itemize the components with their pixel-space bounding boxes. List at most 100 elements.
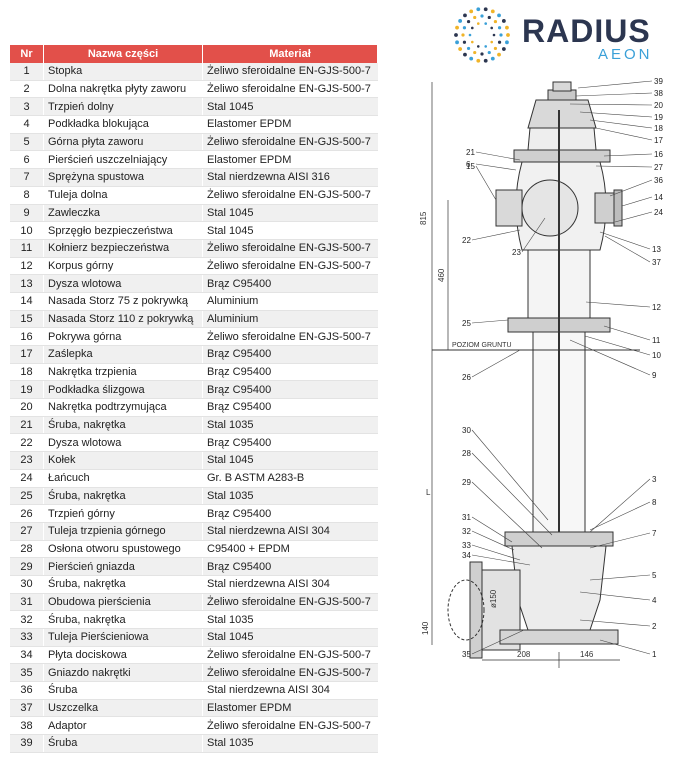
part-material: Stal 1035 bbox=[202, 610, 378, 629]
callout-leader bbox=[595, 127, 653, 141]
callout-leader bbox=[471, 349, 521, 378]
part-material: Żeliwo sferoidalne EN-GJS-500-7 bbox=[202, 663, 378, 683]
part-material: Stal 1045 bbox=[202, 628, 378, 647]
part-name: Dysza wlotowa bbox=[43, 433, 203, 453]
callout-leader bbox=[595, 165, 653, 168]
part-name: Kołek bbox=[43, 451, 203, 470]
logo-dot bbox=[487, 15, 491, 20]
part-name: Płyta dociskowa bbox=[43, 646, 203, 665]
callout-26: 26 bbox=[462, 373, 471, 382]
part-name: Tuleja Pierścieniowa bbox=[43, 628, 203, 647]
part-material: Stal 1035 bbox=[202, 416, 378, 435]
logo-dot bbox=[493, 19, 498, 24]
part-material: Brąz C95400 bbox=[202, 557, 378, 576]
callout-33: 33 bbox=[462, 541, 471, 550]
part-material: Żeliwo sferoidalne EN-GJS-500-7 bbox=[202, 80, 378, 99]
part-number: 30 bbox=[10, 575, 44, 594]
callout-leader bbox=[589, 119, 653, 129]
callout-leader bbox=[614, 211, 653, 223]
header-material: Materiał bbox=[202, 45, 378, 63]
header-nr: Nr bbox=[10, 45, 44, 63]
part-material: Elastomer EPDM bbox=[202, 115, 378, 134]
inlet-flange-outline bbox=[447, 579, 485, 641]
part-material: Żeliwo sferoidalne EN-GJS-500-7 bbox=[202, 257, 378, 276]
callout-leader bbox=[579, 619, 651, 627]
part-name: Zawleczka bbox=[43, 204, 203, 223]
callout-35: 35 bbox=[462, 650, 471, 659]
callout-29: 29 bbox=[462, 478, 471, 487]
logo-dot bbox=[473, 15, 477, 20]
part-number: 24 bbox=[10, 469, 44, 488]
inlet-flange bbox=[469, 561, 483, 659]
part-material: Stal 1045 bbox=[202, 204, 378, 223]
part-name: Śruba, nakrętka bbox=[43, 416, 203, 435]
part-number: 7 bbox=[10, 168, 44, 187]
callout-17: 17 bbox=[654, 136, 663, 145]
part-material: Stal nierdzewna AISI 316 bbox=[202, 168, 378, 187]
logo-dot bbox=[505, 40, 509, 45]
callout-leader bbox=[579, 111, 653, 118]
logo-dot bbox=[480, 14, 484, 18]
part-name: Śruba bbox=[43, 734, 203, 753]
part-number: 38 bbox=[10, 716, 44, 736]
callout-13: 13 bbox=[652, 245, 661, 254]
part-name: Nasada Storz 110 z pokrywką bbox=[43, 310, 203, 329]
callout-18: 18 bbox=[654, 124, 663, 133]
callout-leader bbox=[521, 217, 546, 253]
logo-dot bbox=[463, 13, 467, 18]
part-material: Stal 1045 bbox=[202, 97, 378, 117]
part-name: Korpus górny bbox=[43, 257, 203, 276]
logo-dot bbox=[458, 19, 463, 23]
part-number: 12 bbox=[10, 257, 44, 276]
part-material: Brąz C95400 bbox=[202, 345, 378, 364]
upper-flange bbox=[513, 149, 611, 163]
dim-208-label: 208 bbox=[517, 650, 531, 659]
part-material: Żeliwo sferoidalne EN-GJS-500-7 bbox=[202, 593, 378, 612]
callout-6: 6 bbox=[466, 160, 471, 169]
callout-leader bbox=[589, 478, 651, 533]
part-name: Osłona otworu spustowego bbox=[43, 540, 203, 559]
part-number: 4 bbox=[10, 115, 44, 134]
part-number: 29 bbox=[10, 557, 44, 576]
logo-dot bbox=[505, 25, 509, 30]
part-material: Żeliwo sferoidalne EN-GJS-500-7 bbox=[202, 186, 378, 205]
part-number: 39 bbox=[10, 734, 44, 753]
callout-38: 38 bbox=[654, 89, 663, 98]
callout-leader bbox=[475, 151, 521, 161]
part-material: Stal nierdzewna AISI 304 bbox=[202, 575, 378, 594]
logo-dot bbox=[490, 40, 494, 44]
logo-dot bbox=[476, 22, 480, 25]
part-material: Stal 1045 bbox=[202, 451, 378, 470]
part-name: Sprężyna spustowa bbox=[43, 168, 203, 187]
part-number: 34 bbox=[10, 646, 44, 665]
callout-leader bbox=[603, 325, 651, 341]
callout-leader bbox=[471, 481, 543, 549]
callout-leader bbox=[599, 639, 651, 655]
part-material: Żeliwo sferoidalne EN-GJS-500-7 bbox=[202, 327, 378, 346]
part-number: 10 bbox=[10, 221, 44, 240]
brand-subtitle: AEON bbox=[598, 46, 653, 63]
callout-28: 28 bbox=[462, 449, 471, 458]
callout-leader bbox=[471, 544, 521, 561]
main-outlet bbox=[521, 179, 579, 237]
callout-leader bbox=[584, 335, 651, 356]
callout-39: 39 bbox=[654, 77, 663, 86]
logo-dot bbox=[468, 33, 472, 37]
part-number: 20 bbox=[10, 398, 44, 417]
logo-dot bbox=[490, 9, 495, 14]
logo-dot bbox=[469, 9, 474, 14]
logo-dot bbox=[476, 45, 480, 48]
part-name: Obudowa pierścienia bbox=[43, 593, 203, 612]
part-number: 1 bbox=[10, 63, 44, 81]
part-material: Żeliwo sferoidalne EN-GJS-500-7 bbox=[202, 646, 378, 665]
